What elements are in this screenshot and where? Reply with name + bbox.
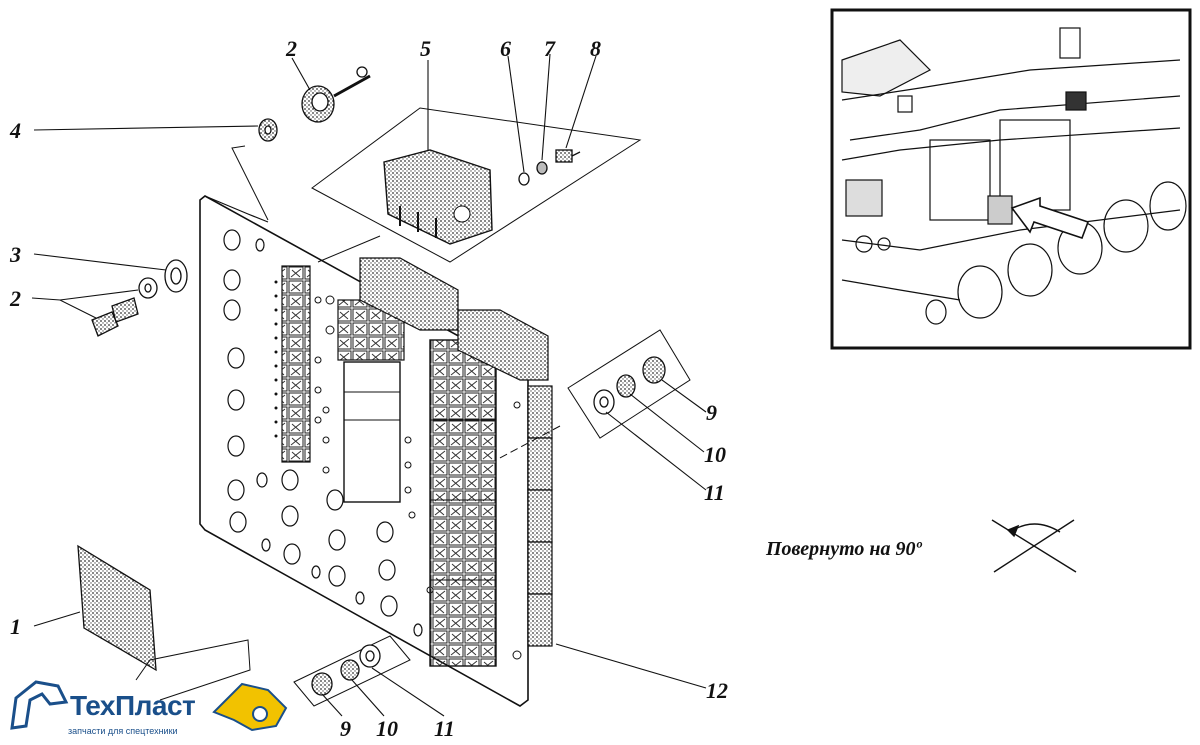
fuse-column-right xyxy=(429,339,497,667)
callout-3-top: 3 xyxy=(9,242,21,267)
callout-4: 4 xyxy=(9,118,21,143)
nut-4 xyxy=(231,118,278,221)
connector-housings xyxy=(359,257,553,647)
logo-tagline: запчасти для спецтехники xyxy=(68,726,178,736)
callout-11-bottom: 11 xyxy=(434,716,455,741)
callout-12: 12 xyxy=(706,678,728,703)
callout-2-left: 2 xyxy=(9,286,21,311)
rotation-caption: Повернуто на 90º xyxy=(766,538,922,560)
brand-logo: ТехПласт запчасти для спецтехники xyxy=(6,668,306,740)
callout-10-bottom: 10 xyxy=(376,716,398,741)
relay-assembly-5 xyxy=(311,107,642,263)
plate-holes xyxy=(223,229,423,637)
nut-washer-set-bottom xyxy=(293,635,411,707)
nut-washer-set-right xyxy=(495,329,691,461)
callout-7: 7 xyxy=(544,36,556,61)
center-relay-block xyxy=(337,299,405,503)
logo-graphic xyxy=(10,680,288,732)
callout-6: 6 xyxy=(500,36,511,61)
relay-strip-left xyxy=(274,265,311,463)
callout-9-bottom: 9 xyxy=(340,716,351,741)
rotation-symbol xyxy=(991,519,1077,573)
callout-11-right: 11 xyxy=(704,480,725,505)
callout-9-right: 9 xyxy=(706,400,717,425)
leader-lines xyxy=(31,53,707,717)
callout-2-top: 2 xyxy=(285,36,297,61)
switch-2-top xyxy=(301,66,371,123)
washer-3-bolt-2 xyxy=(91,259,188,337)
circuit-board-1 xyxy=(77,544,251,701)
location-arrow xyxy=(1010,196,1090,240)
fasteners-6-7-8 xyxy=(518,149,581,186)
logo-name: ТехПласт xyxy=(70,690,196,721)
callout-10-right: 10 xyxy=(704,442,726,467)
vehicle-location-inset xyxy=(830,8,1192,350)
callout-5: 5 xyxy=(420,36,431,61)
callout-1: 1 xyxy=(10,614,21,639)
callout-8: 8 xyxy=(590,36,601,61)
